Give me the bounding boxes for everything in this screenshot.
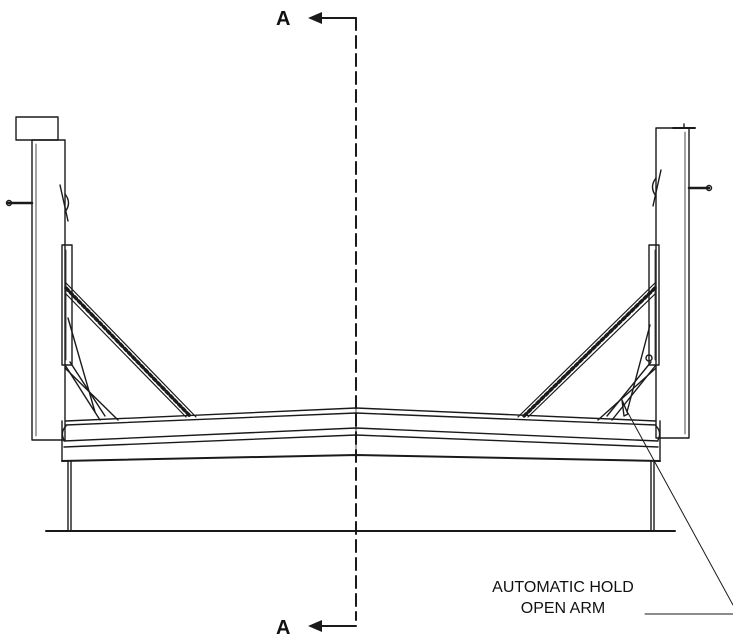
right-strut: [517, 282, 657, 419]
left-strut: [64, 282, 197, 419]
callout-label: AUTOMATIC HOLD OPEN ARM: [487, 580, 639, 617]
right-hold-open-arm: [597, 324, 657, 421]
left-hinge-bracket: [61, 244, 73, 366]
hatch-frame: [61, 407, 661, 462]
right-hinge-bracket: [648, 244, 660, 366]
section-arrow-bottom: [308, 620, 322, 632]
section-arrow-top: [308, 12, 322, 24]
right-cover-panel: [655, 127, 690, 439]
left-handle: [5, 184, 70, 222]
callout-leader-line: [627, 412, 733, 615]
curb-base: [45, 461, 676, 532]
section-label-top: A: [276, 8, 291, 30]
left-hold-open-arm: [64, 317, 119, 421]
callout-line-1: AUTOMATIC HOLD: [492, 579, 634, 596]
right-handle: [651, 123, 713, 207]
left-cover-panel: [15, 116, 66, 441]
section-label-bottom: A: [276, 617, 291, 639]
callout-line-2: OPEN ARM: [520, 600, 606, 617]
section-cut-line: [317, 17, 357, 627]
